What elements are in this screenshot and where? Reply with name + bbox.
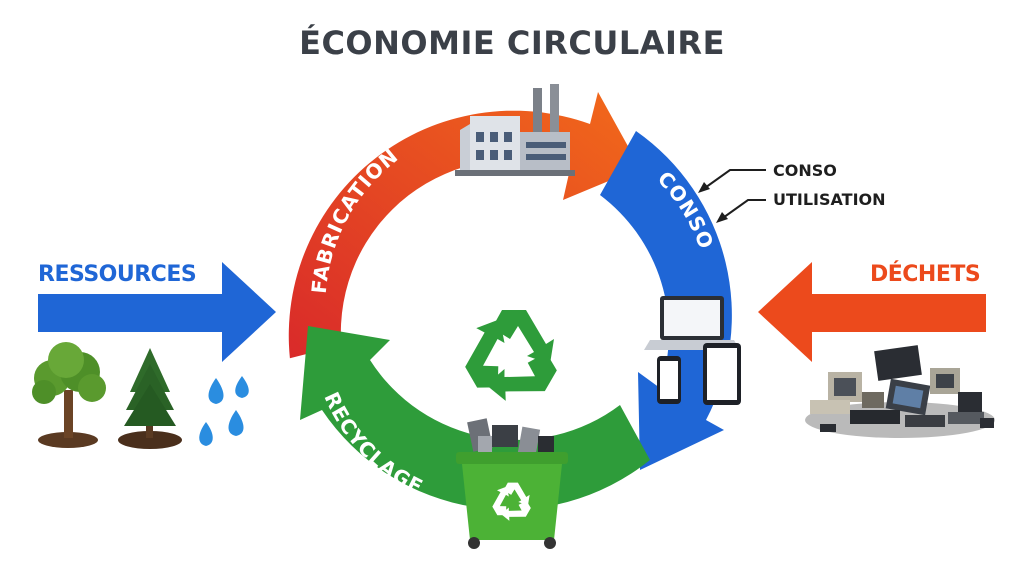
- dechets-label: DÉCHETS: [870, 262, 981, 287]
- water-drops-icon: [199, 376, 249, 446]
- tree-icon: [32, 342, 106, 448]
- electronic-waste-icon: [805, 345, 995, 438]
- pine-tree-icon: [118, 348, 182, 449]
- dechets-arrow: [758, 262, 986, 362]
- ressources-arrow: [38, 262, 276, 362]
- factory-icon: [455, 84, 575, 176]
- recycle-icon: [465, 310, 557, 401]
- ressources-label: RESSOURCES: [38, 262, 197, 287]
- annotation-pointer-arrows: [701, 169, 766, 221]
- tablet-icon: [703, 343, 741, 405]
- annotation-conso: CONSO: [773, 161, 837, 180]
- pointer-head-1: [698, 182, 710, 193]
- smartphone-icon: [657, 356, 681, 404]
- annotation-utilisation: UTILISATION: [773, 190, 886, 209]
- diagram-title: ÉCONOMIE CIRCULAIRE: [299, 24, 725, 62]
- recycling-bin-icon: [456, 418, 568, 549]
- pointer-head-2: [716, 212, 728, 223]
